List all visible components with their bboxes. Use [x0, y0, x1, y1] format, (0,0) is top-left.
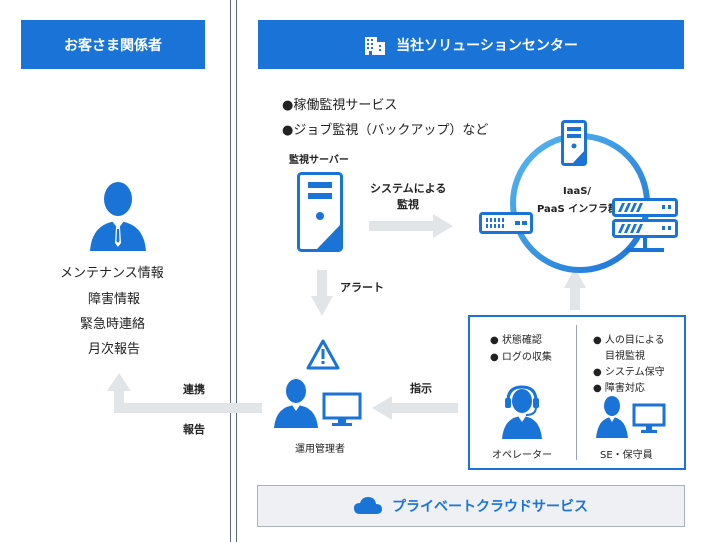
building-icon: [365, 36, 386, 55]
link-label: 連携: [183, 383, 205, 396]
cloud-label-2: PaaS インフラ群: [537, 204, 618, 215]
system-monitor-label-2: 監視: [397, 198, 419, 211]
operator-divider: [576, 325, 577, 460]
customer-banner: お客さま関係者: [21, 20, 205, 69]
customer-item-monthly: 月次報告: [88, 342, 141, 357]
se-bullet-visual: ● 人の目による: [593, 335, 665, 346]
se-bullet-incident: ● 障害対応: [593, 383, 645, 394]
customer-panel: [0, 0, 231, 542]
instruction-label: 指示: [410, 382, 432, 395]
private-cloud-label: プライベートクラウドサービス: [392, 499, 588, 515]
private-cloud-banner: プライベートクラウドサービス: [257, 485, 685, 527]
se-icon: [596, 396, 666, 438]
monitor-server-icon: [297, 172, 343, 252]
cloud-label-1: IaaS/: [563, 186, 592, 197]
se-bullet-visual-2: 目視監視: [605, 351, 645, 362]
tower-server-icon: [561, 120, 587, 166]
report-label: 報告: [183, 423, 205, 436]
op-bullet-status: ● 状態確認: [490, 335, 542, 346]
monitor-server-label: 監視サーバー: [289, 155, 349, 166]
center-title: 当社ソリューションセンター: [396, 37, 578, 54]
warning-icon: [306, 339, 340, 370]
arrow-instruction: [372, 396, 458, 420]
arrow-up-ring: [564, 268, 586, 310]
customer-item-emergency: 緊急時連絡: [80, 317, 146, 332]
center-banner: 当社ソリューションセンター: [258, 20, 684, 69]
manager-icon: [274, 379, 362, 428]
op-bullet-logs: ● ログの収集: [490, 352, 552, 363]
se-label: SE・保守員: [600, 450, 653, 461]
arrow-to-customer: [107, 373, 262, 413]
customer-item-maintenance: メンテナンス情報: [60, 266, 164, 281]
customer-item-incident: 障害情報: [88, 292, 141, 307]
center-panel: [236, 0, 705, 542]
customer-person-icon: [90, 182, 146, 251]
center-bullet-job: ●ジョブ監視（バックアップ）など: [282, 123, 489, 138]
arrow-down-alert: [311, 270, 333, 316]
operator-box: [468, 315, 686, 470]
switch-icon: [479, 212, 533, 234]
operator-label: オペレーター: [492, 450, 552, 461]
system-monitor-label-1: システムによる: [370, 182, 447, 195]
center-bullet-uptime: ●稼働監視サービス: [282, 98, 398, 113]
manager-label: 運用管理者: [295, 444, 345, 455]
cloud-icon: [354, 497, 382, 514]
rack-server-icon: [612, 198, 678, 252]
alert-label: アラート: [340, 281, 384, 294]
operator-headset-icon: [502, 385, 542, 439]
se-bullet-maintenance: ● システム保守: [593, 367, 665, 378]
customer-title: お客さま関係者: [64, 37, 162, 54]
arrow-right-monitor: [369, 214, 453, 238]
